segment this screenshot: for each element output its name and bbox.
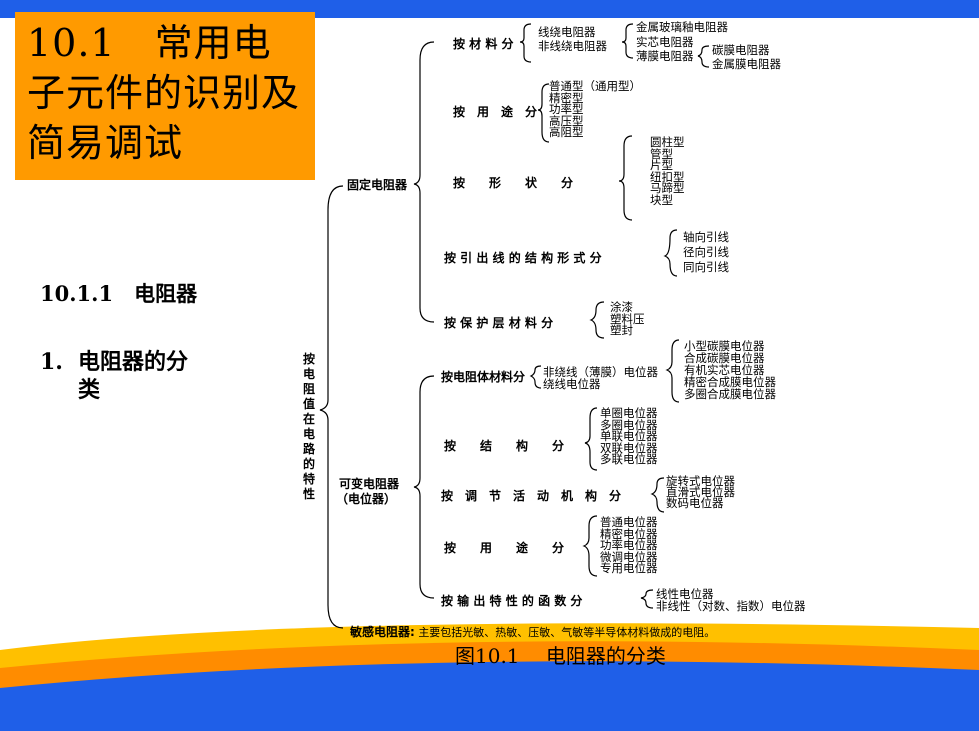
list-item: 塑封 bbox=[610, 323, 633, 337]
variable-structure-list: 单圈电位器 多圈电位器 单联电位器 双联电位器 多联电位器 bbox=[600, 406, 658, 466]
list-item: 径向引线 bbox=[683, 245, 729, 259]
variable-body-sub-list: 小型碳膜电位器 合成碳膜电位器 有机实芯电位器 精密合成膜电位器 多圈合成膜电位… bbox=[684, 340, 776, 400]
film-resistor-list: 碳膜电阻器 金属膜电阻器 bbox=[712, 43, 781, 71]
root-label: 按电阻值在电路的特性 bbox=[302, 352, 315, 501]
variable-by-body: 按电阻体材料分 bbox=[441, 370, 526, 384]
list-item: 普通电位器 bbox=[600, 515, 658, 529]
list-item: 高压型 bbox=[549, 113, 584, 128]
variable-by-use: 按 用 途 分 bbox=[444, 541, 565, 555]
list-item: 合成碳膜电位器 bbox=[684, 351, 765, 365]
list-item: 非绕线（薄膜）电位器 bbox=[543, 365, 658, 379]
list-item: 绕线电位器 bbox=[543, 377, 601, 391]
fixed-by-lead: 按 引 出 线 的 结 构 形 式 分 bbox=[444, 251, 602, 265]
list-item: 有机实芯电位器 bbox=[684, 363, 765, 377]
sensitive-resistor-label: 敏感电阻器: bbox=[350, 625, 415, 639]
list-item: 高阻型 bbox=[549, 125, 584, 139]
list-item: 涂漆 bbox=[610, 300, 633, 314]
variable-resistor-alias: （电位器） bbox=[336, 492, 397, 506]
fixed-coating-list: 涂漆 塑料压 塑封 bbox=[610, 300, 645, 337]
list-item: 轴向引线 bbox=[683, 230, 729, 244]
list-item: 线性电位器 bbox=[656, 587, 714, 601]
list-item: 非线绕电阻器 bbox=[538, 39, 607, 53]
list-item: 金属玻璃釉电阻器 bbox=[636, 20, 728, 34]
list-item: 直滑式电位器 bbox=[666, 485, 735, 499]
list-item: 普通型（通用型） bbox=[549, 79, 641, 93]
fixed-lead-list: 轴向引线 径向引线 同向引线 bbox=[683, 230, 729, 275]
list-item: 精密电位器 bbox=[600, 526, 658, 541]
list-item: 碳膜电阻器 bbox=[712, 43, 770, 57]
variable-body-list: 非绕线（薄膜）电位器 绕线电位器 bbox=[543, 366, 658, 390]
subheading-number: 1. bbox=[40, 349, 63, 375]
variable-by-output: 按 输 出 特 性 的 函 数 分 bbox=[441, 594, 583, 608]
section-heading: 10.1.1 电阻器 bbox=[40, 281, 198, 306]
list-item: 实芯电阻器 bbox=[636, 34, 694, 49]
fixed-by-coating: 按 保 护 层 材 料 分 bbox=[444, 316, 554, 330]
list-item: 非线性（对数、指数）电位器 bbox=[656, 599, 806, 613]
list-item: 多圈合成膜电位器 bbox=[684, 387, 776, 401]
fixed-by-use: 按 用 途 分 bbox=[453, 105, 538, 119]
variable-adjust-list: 旋转式电位器 直滑式电位器 数码电位器 bbox=[666, 474, 735, 510]
variable-use-list: 普通电位器 精密电位器 功率电位器 微调电位器 专用电位器 bbox=[600, 515, 658, 575]
sensitive-resistor-desc: 主要包括光敏、热敏、压敏、气敏等半导体材料做成的电阻。 bbox=[418, 626, 716, 639]
list-item: 小型碳膜电位器 bbox=[684, 339, 765, 353]
fixed-by-shape: 按 形 状 分 bbox=[453, 176, 574, 190]
variable-output-list: 线性电位器 非线性（对数、指数）电位器 bbox=[656, 588, 806, 612]
list-item: 专用电位器 bbox=[600, 561, 658, 575]
figure-caption: 图10.1 电阻器的分类 bbox=[455, 644, 666, 668]
list-item: 旋转式电位器 bbox=[666, 474, 735, 488]
list-item: 薄膜电阻器 bbox=[636, 49, 694, 63]
list-item: 单圈电位器 bbox=[600, 406, 658, 420]
subheading-text: 电阻器的分类 bbox=[78, 349, 189, 403]
list-item: 块型 bbox=[650, 192, 673, 207]
list-item: 塑料压 bbox=[610, 311, 645, 326]
fixed-material-list: 线绕电阻器 非线绕电阻器 bbox=[538, 25, 607, 53]
variable-resistor-label: 可变电阻器 bbox=[339, 477, 400, 491]
fixed-shape-list: 圆柱型 管型 片型 纽扣型 马蹄型 块型 bbox=[650, 135, 685, 207]
list-item: 管型 bbox=[650, 146, 673, 161]
fixed-resistor-label: 固定电阻器 bbox=[347, 178, 408, 192]
list-item: 双联电位器 bbox=[600, 440, 658, 455]
list-item: 多圈电位器 bbox=[600, 417, 658, 432]
fixed-use-list: 普通型（通用型） 精密型 功率型 高压型 高阻型 bbox=[549, 79, 641, 139]
list-item: 纽扣型 bbox=[650, 169, 685, 184]
list-item: 单联电位器 bbox=[600, 429, 658, 443]
list-item: 精密合成膜电位器 bbox=[684, 375, 776, 389]
list-item: 数码电位器 bbox=[666, 496, 724, 510]
fixed-by-material: 按 材 料 分 bbox=[453, 37, 514, 51]
list-item: 功率型 bbox=[549, 102, 584, 116]
variable-by-structure: 按 结 构 分 bbox=[444, 439, 565, 453]
list-item: 金属膜电阻器 bbox=[712, 57, 781, 71]
list-item: 同向引线 bbox=[683, 260, 729, 274]
list-item: 多联电位器 bbox=[600, 452, 658, 466]
list-item: 片型 bbox=[650, 158, 673, 172]
list-item: 微调电位器 bbox=[600, 549, 658, 564]
list-item: 精密型 bbox=[549, 90, 584, 105]
list-item: 线绕电阻器 bbox=[538, 25, 596, 39]
list-item: 圆柱型 bbox=[650, 135, 685, 149]
sensitive-resistor-note: 敏感电阻器: 主要包括光敏、热敏、压敏、气敏等半导体材料做成的电阻。 bbox=[350, 623, 715, 640]
list-item: 功率电位器 bbox=[600, 538, 658, 552]
variable-by-adjust: 按 调 节 活 动 机 构 分 bbox=[441, 489, 622, 503]
list-item: 马蹄型 bbox=[650, 181, 685, 195]
fixed-material-sub-list: 金属玻璃釉电阻器 实芯电阻器 薄膜电阻器 bbox=[636, 20, 728, 64]
slide-title: 10.1 常用电子元件的识别及简易调试 bbox=[15, 12, 315, 180]
